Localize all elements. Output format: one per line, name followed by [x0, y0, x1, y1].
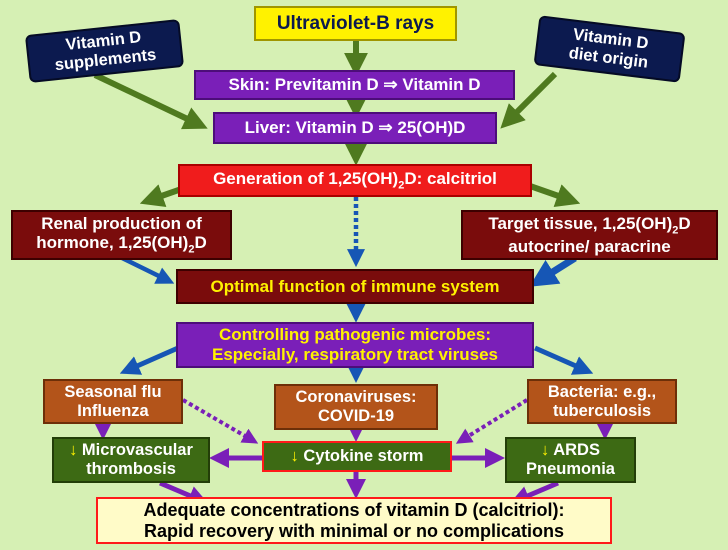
- node-flu: Seasonal flu Influenza: [43, 379, 183, 424]
- node-calcitriol: Generation of 1,25(OH)2D: calcitriol: [178, 164, 532, 197]
- down-arrow-icon: ↓: [69, 441, 78, 460]
- node-liver: Liver: Vitamin D ⇒ 25(OH)D: [213, 112, 497, 144]
- node-renal-line1: Renal production of: [41, 213, 202, 233]
- node-target-pre: Target tissue, 1,25(OH): [488, 213, 673, 233]
- node-thrombosis-text1: Microvascular: [77, 441, 193, 460]
- node-pathogens-line2: Especially, respiratory tract viruses: [211, 345, 498, 364]
- node-corona: Coronaviruses: COVID-19: [274, 384, 438, 430]
- arrow-diet-to-liver: [500, 71, 558, 129]
- node-ards-line2: Pneumonia: [526, 460, 615, 478]
- node-renal-line2: hormone, 1,25(OH)2D: [36, 233, 207, 256]
- node-corona-line2: COVID-19: [317, 407, 395, 425]
- arrow-pathogens-to-bacteria: [533, 345, 594, 375]
- arrow-target-to-immune: [529, 255, 577, 287]
- node-outcome-line1: Adequate concentrations of vitamin D (ca…: [143, 499, 565, 520]
- node-flu-line1: Seasonal flu: [64, 382, 162, 401]
- node-immune-label: Optimal function of immune system: [210, 276, 500, 296]
- arrow-bacteria-to-cytokine-dotted: [455, 398, 529, 444]
- node-target-line2: autocrine/ paracrine: [508, 236, 671, 256]
- down-arrow-icon: ↓: [541, 441, 550, 460]
- node-calcitriol-pre: Generation of 1,25(OH): [213, 168, 399, 188]
- node-calcitriol-sub: 2: [398, 179, 405, 192]
- node-target-post: D: [678, 213, 691, 233]
- node-calcitriol-post: D: calcitriol: [404, 168, 497, 188]
- node-renal: Renal production of hormone, 1,25(OH)2D: [11, 210, 232, 260]
- node-ards: ↓ ARDS Pneumonia: [505, 437, 636, 483]
- node-cytokine: ↓ Cytokine storm: [262, 441, 452, 472]
- node-pathogens-line1: Controlling pathogenic microbes:: [218, 325, 491, 345]
- node-uvb-label: Ultraviolet-B rays: [276, 12, 435, 34]
- node-bacteria: Bacteria: e.g., tuberculosis: [527, 379, 677, 424]
- node-cytokine-label: ↓ Cytokine storm: [291, 447, 424, 466]
- node-cytokine-text: Cytokine storm: [298, 447, 424, 466]
- node-outcome: Adequate concentrations of vitamin D (ca…: [96, 497, 612, 544]
- node-immune: Optimal function of immune system: [176, 269, 534, 304]
- node-renal-post: D: [194, 233, 207, 253]
- node-thrombosis-line2: thrombosis: [86, 460, 176, 478]
- node-corona-line1: Coronaviruses:: [295, 388, 417, 407]
- node-skin-label: Skin: Previtamin D ⇒ Vitamin D: [228, 75, 481, 95]
- node-calcitriol-label: Generation of 1,25(OH)2D: calcitriol: [213, 169, 497, 192]
- node-skin: Skin: Previtamin D ⇒ Vitamin D: [194, 70, 515, 100]
- node-target-sub: 2: [672, 224, 679, 237]
- node-bacteria-line2: tuberculosis: [552, 401, 652, 420]
- node-flu-line2: Influenza: [77, 401, 149, 420]
- arrow-flu-to-cytokine-dotted: [181, 398, 259, 444]
- node-ards-line1: ↓ ARDS: [526, 441, 615, 460]
- arrow-renal-to-immune: [117, 253, 175, 284]
- node-target: Target tissue, 1,25(OH)2D autocrine/ par…: [461, 210, 718, 260]
- node-bacteria-line1: Bacteria: e.g.,: [547, 382, 657, 401]
- arrow-pathogens-to-flu: [119, 345, 180, 375]
- arrow-supplements-to-liver: [93, 72, 208, 130]
- node-thrombosis: ↓ Microvascular thrombosis: [52, 437, 210, 483]
- node-outcome-line2: Rapid recovery with minimal or no compli…: [143, 520, 565, 541]
- node-uvb: Ultraviolet-B rays: [254, 6, 457, 41]
- node-pathogens: Controlling pathogenic microbes: Especia…: [176, 322, 534, 368]
- node-ards-text1: ARDS: [549, 441, 600, 460]
- arrow-calcitriol-to-target: [529, 183, 581, 207]
- node-liver-label: Liver: Vitamin D ⇒ 25(OH)D: [244, 118, 466, 138]
- down-arrow-icon: ↓: [290, 447, 299, 466]
- node-renal-sub: 2: [188, 243, 195, 256]
- node-target-line1: Target tissue, 1,25(OH)2D: [488, 214, 690, 237]
- node-renal-pre: hormone, 1,25(OH): [36, 233, 189, 253]
- node-thrombosis-line1: ↓ Microvascular: [69, 441, 193, 460]
